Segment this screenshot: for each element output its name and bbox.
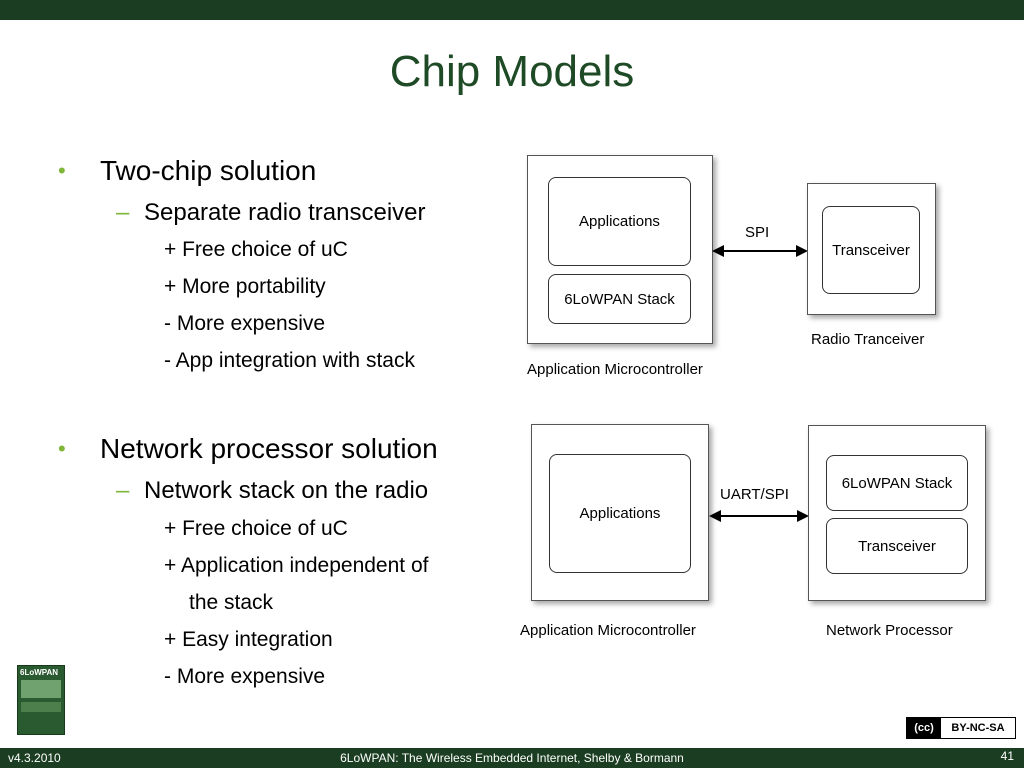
caption-application-microcontroller: Application Microcontroller — [527, 361, 703, 378]
item-line: + Free choice of uC — [164, 238, 348, 261]
footer-version: v4.3.2010 — [8, 751, 61, 765]
cc-license-badge[interactable]: (cc) BY-NC-SA — [906, 717, 1016, 739]
applications-block: Applications — [549, 454, 691, 573]
book-cover-image: 6LoWPAN — [17, 665, 65, 735]
bullet-text: Two-chip solution — [100, 155, 317, 186]
transceiver-block: Transceiver — [826, 518, 968, 574]
spi-label: SPI — [745, 224, 770, 241]
item-line: + More portability — [164, 275, 326, 298]
dash-glyph: – — [116, 199, 130, 226]
dash-glyph: – — [116, 477, 130, 504]
caption-network-processor: Network Processor — [826, 622, 953, 639]
6lowpan-stack-block: 6LoWPAN Stack — [548, 274, 691, 324]
bullet-dot: • — [58, 158, 66, 183]
item-line: - App integration with stack — [164, 349, 415, 372]
item-line: the stack — [189, 591, 274, 614]
cc-icon: (cc) — [907, 718, 941, 738]
item-line: - More expensive — [164, 312, 326, 335]
cc-terms: BY-NC-SA — [951, 722, 1005, 734]
footer-title: 6LoWPAN: The Wireless Embedded Internet,… — [340, 751, 684, 765]
bullet-dot: • — [58, 436, 66, 461]
slide-title: Chip Models — [389, 47, 635, 96]
spi-arrow — [712, 245, 808, 257]
item-line: - More expensive — [164, 665, 326, 688]
top-bar — [0, 0, 1024, 20]
uart-spi-label: UART/SPI — [720, 486, 789, 503]
network-processor-box — [808, 425, 986, 601]
footer-bar: v4.3.2010 6LoWPAN: The Wireless Embedded… — [0, 748, 1024, 768]
item-line: + Free choice of uC — [164, 517, 348, 540]
book-cover-title: 6LoWPAN — [20, 668, 59, 677]
bullet-text: Network processor solution — [100, 433, 438, 464]
6lowpan-stack-block: 6LoWPAN Stack — [826, 455, 968, 511]
cover-strip — [21, 702, 61, 712]
applications-block: Applications — [548, 177, 691, 266]
cover-strip — [21, 680, 61, 698]
item-line: + Application independent of — [164, 554, 429, 577]
item-line: + Easy integration — [164, 628, 333, 651]
sub-bullet-text: Network stack on the radio — [144, 477, 429, 504]
uart-spi-arrow — [709, 510, 809, 522]
caption-application-microcontroller: Application Microcontroller — [520, 622, 696, 639]
caption-radio-transceiver: Radio Tranceiver — [811, 331, 925, 348]
transceiver-block: Transceiver — [822, 206, 920, 294]
sub-bullet-text: Separate radio transceiver — [144, 199, 426, 226]
page-number: 41 — [1000, 749, 1014, 763]
